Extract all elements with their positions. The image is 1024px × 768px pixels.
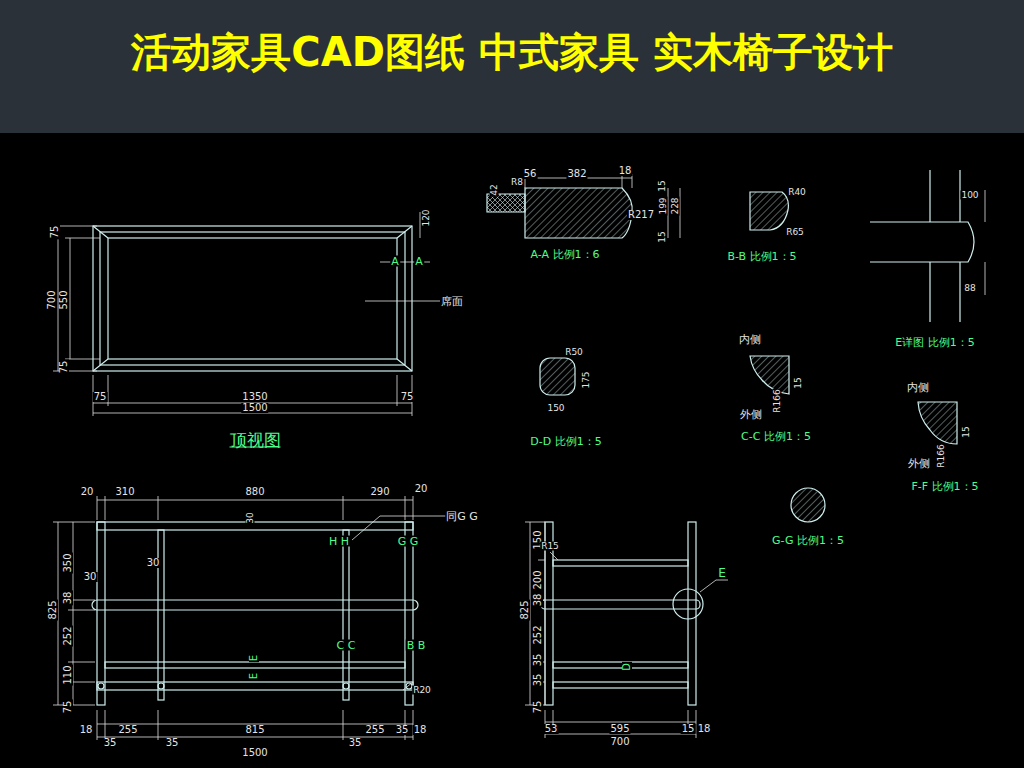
- section-label: E: [249, 654, 259, 662]
- section-label: C-C 比例1：5: [740, 431, 812, 442]
- dimension-text: 700: [47, 289, 57, 310]
- dimension-text: 内侧: [906, 382, 930, 393]
- dimension-text: 38: [533, 593, 543, 608]
- dimension-text: 30: [146, 558, 161, 568]
- dimension-text: 252: [63, 625, 73, 646]
- dimension-text: 1500: [241, 748, 268, 758]
- dimension-text: 255: [364, 725, 385, 735]
- dimension-text: 75: [533, 700, 543, 715]
- section-label: C C: [336, 640, 357, 651]
- dimension-text: 35: [165, 738, 180, 748]
- dimension-text: 310: [114, 487, 135, 497]
- dimension-text: 75: [400, 392, 415, 402]
- dimension-text: 1500: [241, 403, 268, 413]
- dimension-text: 53: [544, 724, 559, 734]
- dimension-text: 35: [533, 653, 543, 668]
- dimension-text: 56: [523, 169, 538, 179]
- dimension-text: 228: [671, 196, 680, 215]
- dimension-text: 35: [103, 738, 118, 748]
- dimension-text: 100: [960, 191, 979, 200]
- section-label: B-B 比例1：5: [726, 251, 797, 262]
- section-label: G G: [397, 536, 420, 547]
- section-label: 顶视图: [229, 432, 282, 449]
- dimension-text: 880: [244, 487, 265, 497]
- dimension-text: 18: [618, 166, 633, 176]
- dimension-text: 30: [246, 511, 255, 524]
- dimension-text: 252: [533, 624, 543, 645]
- dimension-text: R217: [627, 210, 655, 220]
- dimension-text: 外侧: [907, 458, 931, 469]
- dimension-text: R166: [773, 388, 782, 413]
- dimension-text: 255: [117, 725, 138, 735]
- section-label: F-F 比例1：5: [910, 481, 979, 492]
- dimension-text: 20: [414, 484, 429, 494]
- dimension-text: 550: [59, 289, 69, 310]
- dimension-text: 35: [533, 673, 543, 688]
- dimension-text: R65: [785, 228, 805, 237]
- dimension-text: 内侧: [738, 334, 762, 345]
- section-label: B B: [406, 640, 427, 651]
- dimension-text: 75: [59, 360, 69, 375]
- dimension-text: 120: [422, 208, 431, 227]
- dimension-text: 15: [681, 724, 696, 734]
- dimension-text: 110: [63, 664, 73, 685]
- dimension-text: 815: [244, 725, 265, 735]
- dimension-text: 同G G: [445, 511, 479, 522]
- dimension-text: 150: [546, 404, 565, 413]
- dimension-text: 15: [962, 425, 971, 438]
- dimension-text: 382: [566, 169, 587, 179]
- section-label: A: [390, 256, 400, 267]
- dimension-text: 350: [63, 552, 73, 573]
- section-label: E详图 比例1：5: [894, 337, 975, 348]
- section-label: E: [249, 672, 259, 680]
- section-label: A: [414, 256, 424, 267]
- dimension-text: 75: [93, 392, 108, 402]
- dimension-text: 595: [609, 724, 630, 734]
- section-label: D-D 比例1：5: [529, 436, 602, 447]
- dimension-text: 75: [50, 225, 60, 240]
- dimension-text: 18: [413, 725, 428, 735]
- section-label: A-A 比例1：6: [529, 249, 600, 260]
- dimension-text: 199: [659, 196, 668, 215]
- dimension-text: R20: [412, 686, 432, 695]
- dimension-text: 175: [582, 370, 591, 389]
- dimension-text: 席面: [440, 296, 464, 307]
- section-label: H H: [328, 536, 350, 547]
- dimension-text: 75: [63, 700, 73, 715]
- section-label: D: [622, 662, 632, 672]
- dimension-text: 35: [395, 725, 410, 735]
- section-label: E: [717, 567, 727, 579]
- dimension-text: R15: [540, 542, 560, 551]
- dimension-text: R50: [564, 348, 584, 357]
- dimension-text: 290: [369, 487, 390, 497]
- dimension-text: 30: [83, 572, 98, 582]
- dimension-text: 825: [520, 599, 530, 620]
- dimension-text: 38: [63, 591, 73, 606]
- dimension-text: 20: [80, 487, 95, 497]
- dimension-text: 35: [348, 738, 363, 748]
- dimension-text: 15: [794, 376, 803, 389]
- dimension-text: 200: [533, 569, 543, 590]
- page-title: 活动家具CAD图纸 中式家具 实木椅子设计: [0, 30, 1024, 74]
- dimension-text: R8: [510, 178, 524, 187]
- dimension-text: 88: [963, 284, 976, 293]
- dimension-text: R166: [937, 443, 946, 468]
- dimension-text: 18: [79, 725, 94, 735]
- dimension-text: 18: [697, 724, 712, 734]
- dimension-text: R40: [787, 188, 807, 197]
- dimension-text: 15: [658, 230, 667, 243]
- dimension-text: 15: [658, 179, 667, 192]
- dimension-text: 825: [48, 599, 58, 620]
- dimension-text: 1350: [241, 392, 268, 402]
- section-label: G-G 比例1：5: [771, 535, 845, 546]
- dimension-text: 42: [490, 183, 499, 196]
- dimension-text: 700: [609, 737, 630, 747]
- dimension-text: 外侧: [739, 409, 763, 420]
